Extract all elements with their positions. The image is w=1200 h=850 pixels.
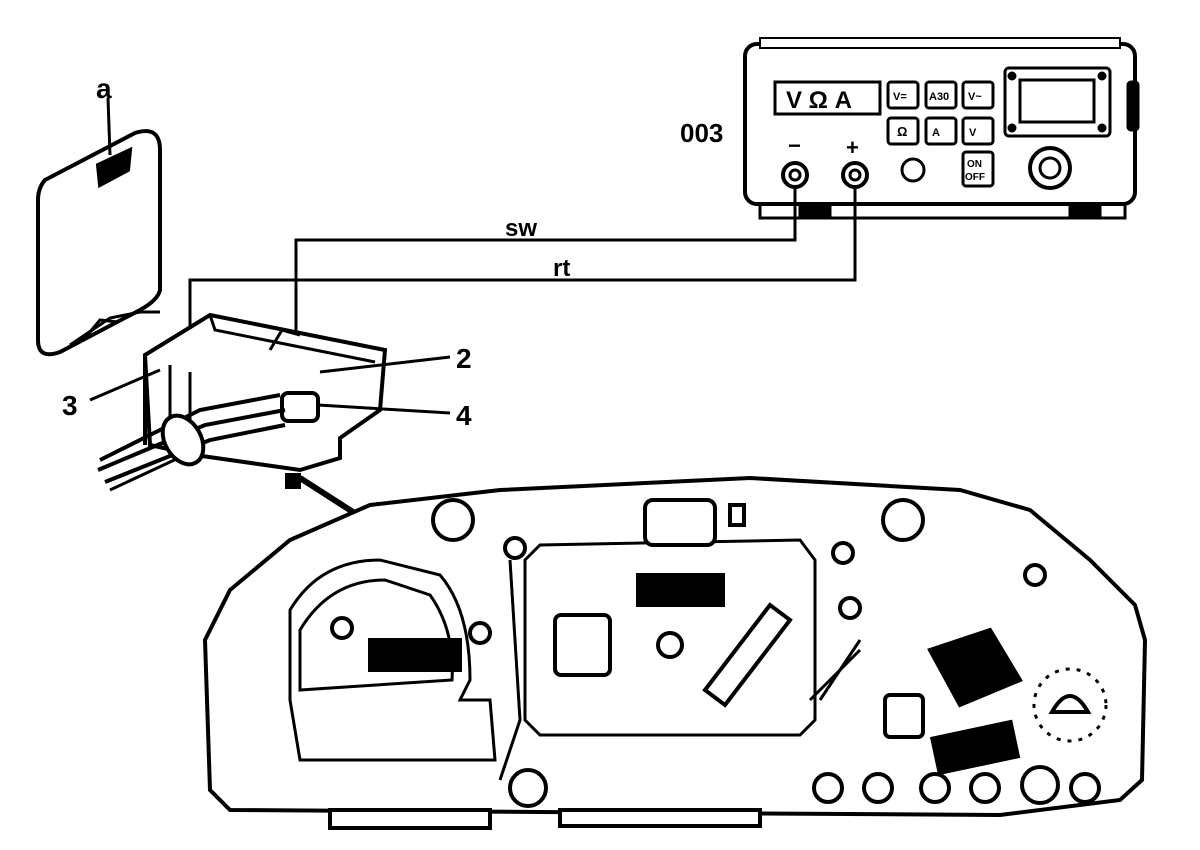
btn-a30-label: A30: [929, 91, 949, 103]
leader-lines: [89, 97, 451, 415]
callout-2: 2: [456, 343, 472, 374]
wire-label-sw: sw: [505, 215, 537, 242]
callout-4: 4: [456, 400, 472, 431]
callout-3: 3: [62, 390, 78, 421]
btn-off-label: OFF: [965, 172, 985, 183]
btn-a-label: A: [932, 127, 940, 139]
btn-v-diode-label: V: [969, 127, 977, 139]
mode-window: [773, 80, 882, 116]
btn-v-ac-label: V~: [968, 91, 982, 103]
connector-housing: [97, 312, 388, 492]
tester-mode-label: V Ω A: [786, 87, 852, 114]
tester-id-label: 003: [680, 118, 723, 148]
test-leads: [188, 187, 857, 385]
btn-v-dc-label: V=: [893, 91, 907, 103]
minus-sign: −: [788, 133, 801, 158]
multimeter-tester: [743, 37, 1140, 220]
callout-a: a: [96, 73, 112, 104]
wire-label-rt: rt: [553, 255, 570, 282]
lead-sw: [294, 187, 797, 385]
lead-rt: [188, 187, 857, 352]
connector-cover: [36, 129, 162, 357]
btn-ohm-label: Ω: [897, 124, 907, 139]
btn-on-label: ON: [967, 159, 982, 170]
plus-sign: +: [846, 135, 859, 160]
instrument-cluster: [202, 475, 1148, 830]
